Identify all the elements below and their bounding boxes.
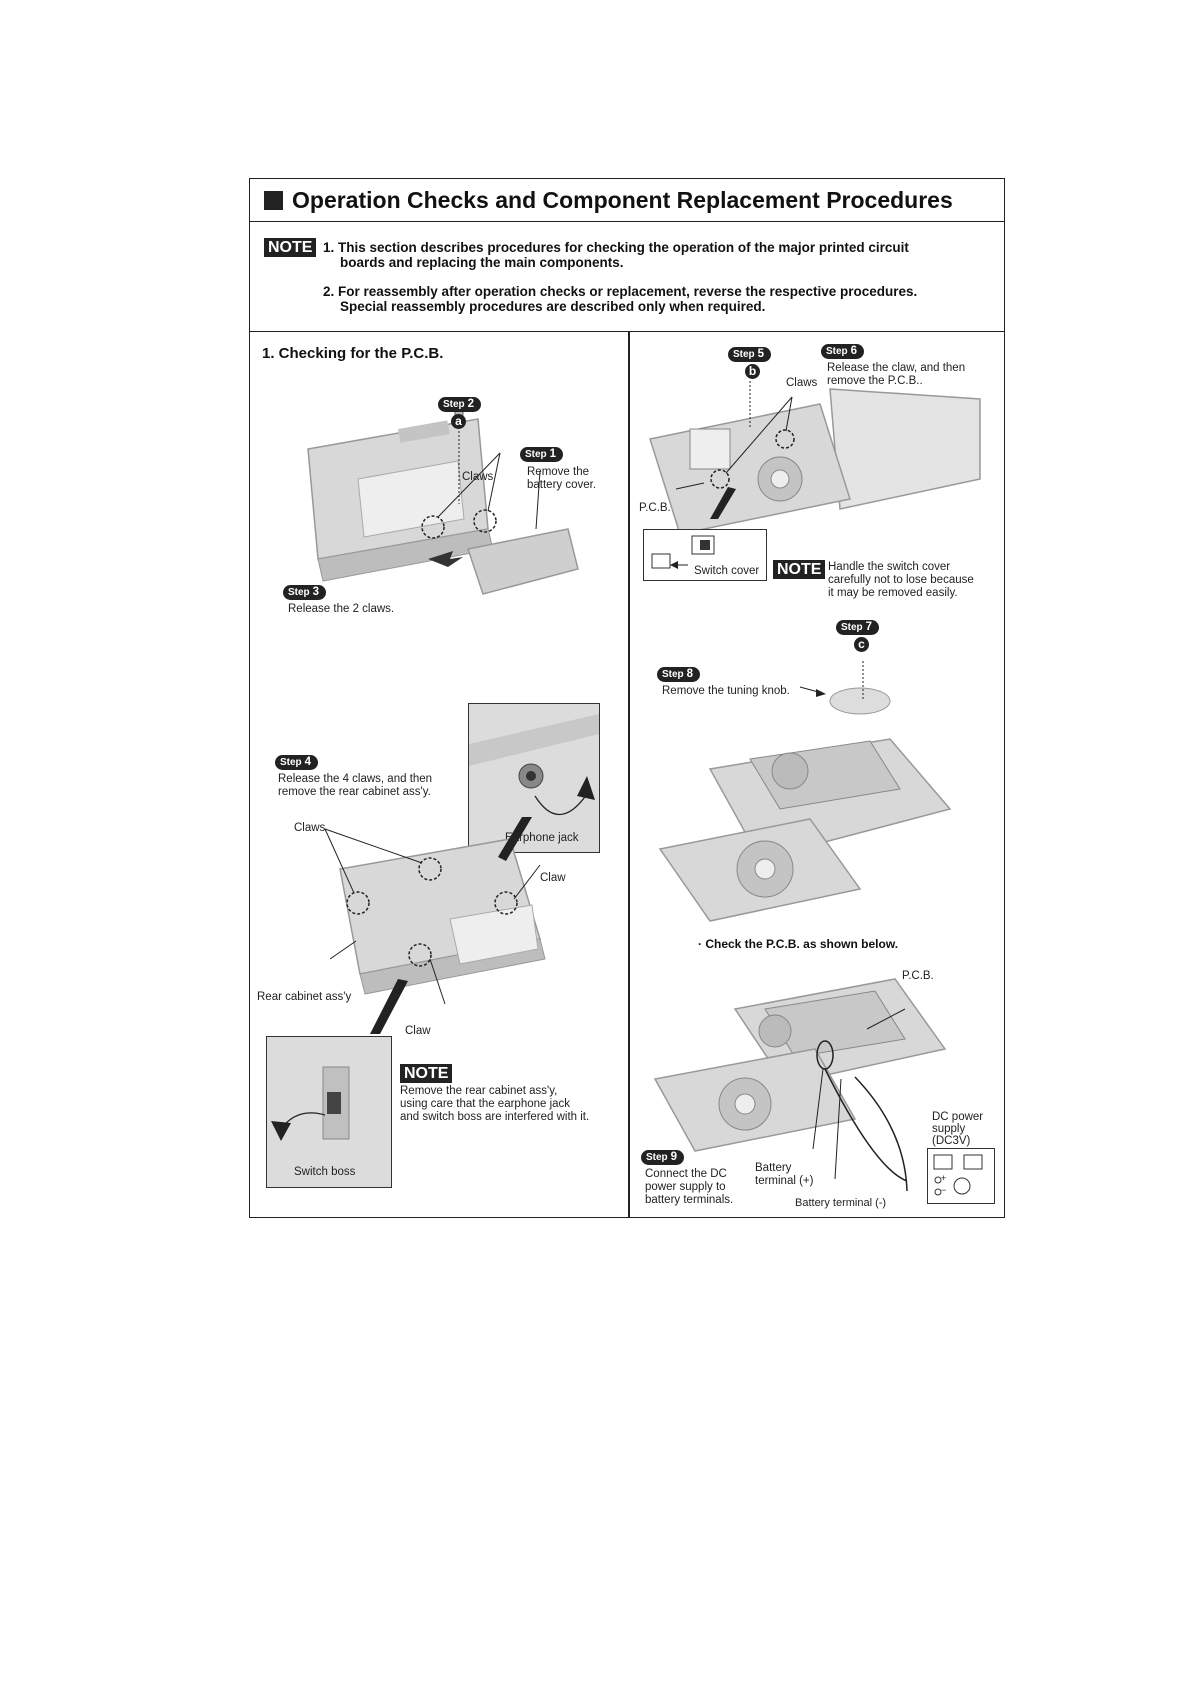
step-3-text: Release the 2 claws. (288, 603, 395, 615)
step-8-text: Remove the tuning knob. (662, 685, 790, 697)
note-item-2-line-2: Special reassembly procedures are descri… (340, 299, 766, 314)
left-note-line-1: Remove the rear cabinet ass'y, (400, 1085, 558, 1097)
switch-cover-label: Switch cover (694, 565, 760, 577)
claw-label-right: Claw (540, 872, 566, 884)
pcb-label-a: P.C.B. (639, 502, 671, 514)
battery-terminal-plus-line-2: terminal (+) (755, 1175, 814, 1187)
claws-label-b: Claws (294, 822, 326, 834)
right-note-badge: NOTE (773, 560, 826, 579)
claw-label-bottom: Claw (405, 1025, 431, 1037)
step-1-text-line-1: Remove the (527, 466, 590, 478)
screw-c-icon: c (854, 637, 869, 652)
claws-label-a: Claws (462, 471, 494, 483)
step-6-text-line-1: Release the claw, and then (827, 362, 966, 374)
right-note-line-3: it may be removed easily. (828, 587, 958, 599)
rear-cabinet-illustration (324, 817, 546, 1034)
section-title: 1. Checking for the P.C.B. (262, 345, 444, 362)
note-item-1-line-1: 1. This section describes procedures for… (323, 240, 909, 255)
step-9-text-line-3: battery terminals. (645, 1194, 734, 1206)
pcb-check-illustration (653, 978, 947, 1192)
battery-terminal-minus: Battery terminal (-) (795, 1197, 887, 1209)
right-note-line-2: carefully not to lose because (828, 574, 974, 586)
dc-supply-line-1: DC power (932, 1111, 984, 1123)
screw-b-icon: b (745, 364, 760, 379)
switch-boss-inset (266, 1036, 392, 1188)
left-note-line-2: using care that the earphone jack (400, 1098, 571, 1110)
dc-supply-line-2: supply (932, 1123, 966, 1135)
left-note-badge: NOTE (400, 1064, 453, 1083)
step-9-text-line-1: Connect the DC (645, 1168, 727, 1180)
procedure-frame: Operation Checks and Component Replaceme… (249, 178, 1005, 1218)
step-6-text-line-2: remove the P.C.B.. (827, 375, 923, 387)
column-divider (628, 332, 630, 1217)
section-header: Operation Checks and Component Replaceme… (250, 179, 1004, 222)
black-square-icon (264, 191, 283, 210)
earphone-jack-inset (468, 703, 600, 853)
check-pcb-text: · Check the P.C.B. as shown below. (698, 937, 899, 951)
screw-a-icon: a (451, 414, 466, 429)
earphone-jack-label: Earphone jack (505, 832, 579, 844)
right-note-line-1: Handle the switch cover (828, 561, 951, 573)
note-badge: NOTE (264, 238, 317, 257)
minus-sign: − (941, 1185, 947, 1195)
note-item-1-line-2: boards and replacing the main components… (340, 255, 624, 270)
step-9-text-line-2: power supply to (645, 1181, 726, 1193)
tuning-knob-illustration (658, 661, 952, 922)
step-1-text-line-2: battery cover. (527, 479, 597, 491)
pcb-label-b: P.C.B. (902, 970, 934, 982)
rear-cabinet-label: Rear cabinet ass'y (257, 991, 352, 1003)
plus-sign: + (941, 1173, 947, 1183)
note-item-2-line-1: 2. For reassembly after operation checks… (323, 284, 918, 299)
claws-label-right: Claws (786, 377, 818, 389)
step-4-text-line-2: remove the rear cabinet ass'y. (278, 786, 431, 798)
battery-terminal-plus-line-1: Battery (755, 1162, 792, 1174)
left-note-line-3: and switch boss are interfered with it. (400, 1111, 590, 1123)
dc-power-supply-box (927, 1148, 995, 1204)
radio-battery-cover-illustration (307, 401, 579, 595)
switch-boss-label: Switch boss (294, 1166, 356, 1178)
notes-block: NOTE 1. This section describes procedure… (250, 222, 1004, 332)
step-4-text-line-1: Release the 4 claws, and then (278, 773, 433, 785)
pcb-removal-illustration (649, 381, 981, 535)
page-title: Operation Checks and Component Replaceme… (292, 187, 953, 213)
switch-cover-inset (643, 529, 767, 581)
dc-supply-line-3: (DC3V) (932, 1135, 971, 1147)
